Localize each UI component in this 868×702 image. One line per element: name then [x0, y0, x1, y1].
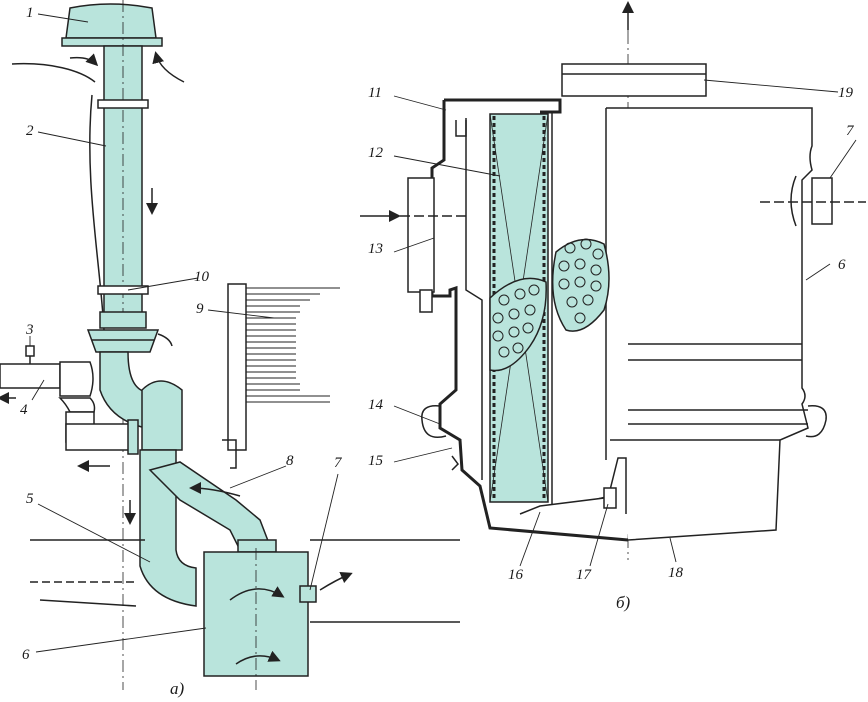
- label-11: 11: [368, 85, 382, 101]
- label-6-a: 6: [22, 647, 30, 663]
- label-2: 2: [26, 123, 34, 139]
- figure-b: [360, 1, 866, 567]
- label-6-b: 6: [838, 257, 846, 273]
- label-13: 13: [368, 241, 383, 257]
- label-7-b: 7: [846, 123, 854, 139]
- label-15: 15: [368, 453, 383, 469]
- label-3: 3: [26, 322, 34, 338]
- label-1: 1: [26, 5, 34, 21]
- cyclone-cells: [492, 238, 604, 358]
- label-14: 14: [368, 397, 383, 413]
- label-7-a: 7: [334, 455, 342, 471]
- label-17: 17: [576, 567, 591, 583]
- label-10: 10: [194, 269, 209, 285]
- figure-a: [0, 0, 460, 690]
- label-9: 9: [196, 301, 204, 317]
- label-4: 4: [20, 402, 28, 418]
- label-5: 5: [26, 491, 34, 507]
- label-16: 16: [508, 567, 523, 583]
- label-19: 19: [838, 85, 853, 101]
- caption-b: б): [616, 593, 631, 612]
- caption-a: а): [170, 679, 185, 698]
- label-12: 12: [368, 145, 383, 161]
- label-8: 8: [286, 453, 294, 469]
- label-18: 18: [668, 565, 683, 581]
